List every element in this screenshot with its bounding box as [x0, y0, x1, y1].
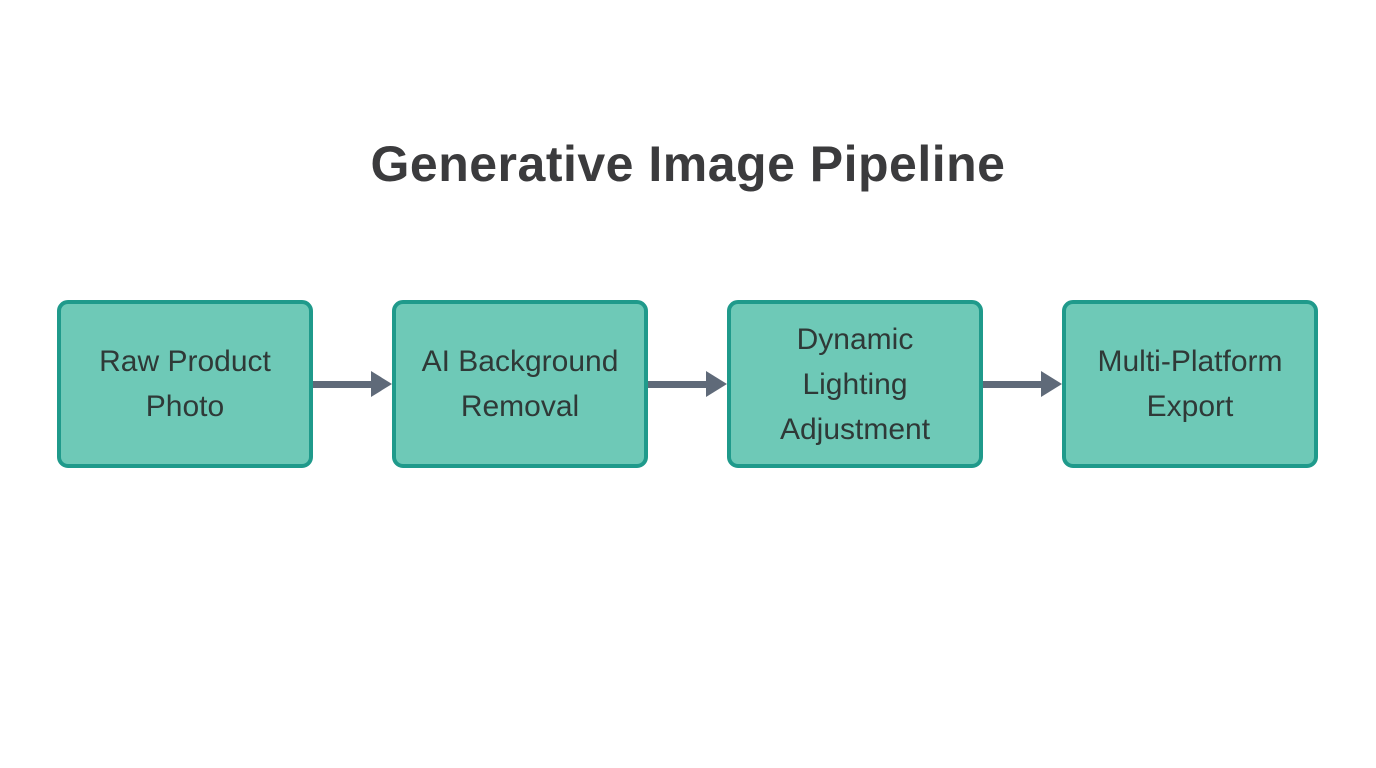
flow-arrow-3: [983, 371, 1062, 398]
arrow-shaft: [648, 381, 711, 388]
flow-node-raw-product-photo: Raw Product Photo: [57, 300, 313, 468]
arrow-head-icon: [1041, 371, 1062, 397]
arrow-shaft: [983, 381, 1046, 388]
flow-arrow-2: [648, 371, 727, 398]
flow-arrow-1: [313, 371, 392, 398]
flow-node-label: Dynamic Lighting Adjustment: [779, 322, 931, 446]
flow-node-dynamic-lighting-adjustment: Dynamic Lighting Adjustment: [727, 300, 983, 468]
flow-node-label: Raw Product Photo: [99, 345, 271, 423]
flow-node-multi-platform-export: Multi-Platform Export: [1062, 300, 1318, 468]
flow-node-ai-background-removal: AI Background Removal: [392, 300, 648, 468]
arrow-shaft: [313, 381, 376, 388]
page-title: Generative Image Pipeline: [370, 136, 1006, 192]
flow-node-label: AI Background Removal: [421, 345, 619, 423]
arrow-head-icon: [706, 371, 727, 397]
flow-node-label: Multi-Platform Export: [1097, 345, 1283, 423]
arrow-head-icon: [371, 371, 392, 397]
